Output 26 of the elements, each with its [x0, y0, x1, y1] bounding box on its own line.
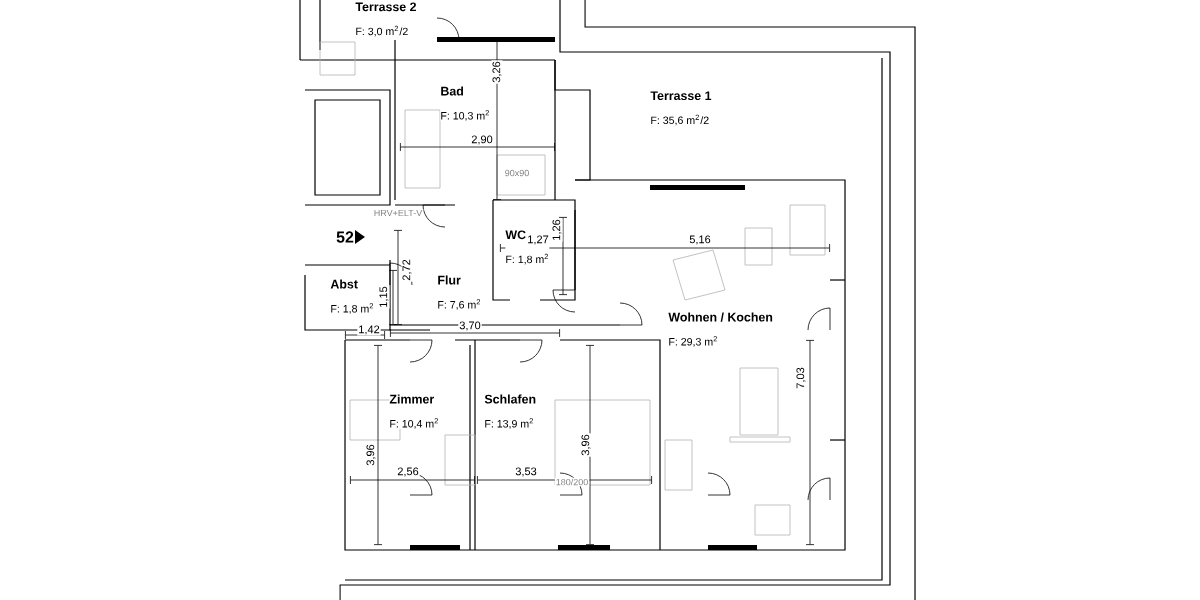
room-label: Bad F: 10,3 m$^{2}$: [440, 86, 491, 121]
dimension-text: 7,03: [795, 366, 807, 390]
note-text: 90x90: [503, 168, 531, 178]
dimension-text: 2,90: [470, 134, 494, 146]
room-label: Wohnen / Kochen F: 29,3 m$^{2}$: [668, 312, 773, 347]
dimension-text: 1,15: [378, 285, 390, 309]
dimension-text: 3,70: [458, 320, 482, 332]
dimension-text: 3,96: [580, 433, 592, 457]
room-label: Abst F: 1,8 m$^{2}$: [330, 279, 375, 314]
room-label: Zimmer F: 10,4 m$^{2}$: [389, 394, 440, 429]
dimension-text: 2,56: [396, 466, 420, 478]
room-label: Terrasse 1 F: 35,6 m$^{2}$/2: [650, 91, 712, 126]
dimension-text: 3,53: [514, 466, 538, 478]
room-label: Flur F: 7,6 m$^{2}$: [437, 275, 482, 310]
note-text: HRV+ELT-V: [372, 208, 424, 218]
dimension-text: 1,26: [551, 218, 563, 242]
unit-number: 52: [335, 230, 355, 244]
dimension-text: 2,72: [401, 258, 413, 282]
dimension-text: 5,16: [688, 234, 712, 246]
note-text: 180/200: [554, 477, 590, 487]
dimension-text: 1,27: [526, 234, 550, 246]
dimension-text: 1,42: [357, 324, 381, 336]
room-label: Terrasse 2 F: 3,0 m$^{2}$/2: [355, 2, 417, 37]
room-label: Schlafen F: 13,9 m$^{2}$: [484, 394, 537, 429]
dimension-text: 3,96: [365, 443, 377, 467]
dimension-text: 3,26: [491, 60, 503, 84]
